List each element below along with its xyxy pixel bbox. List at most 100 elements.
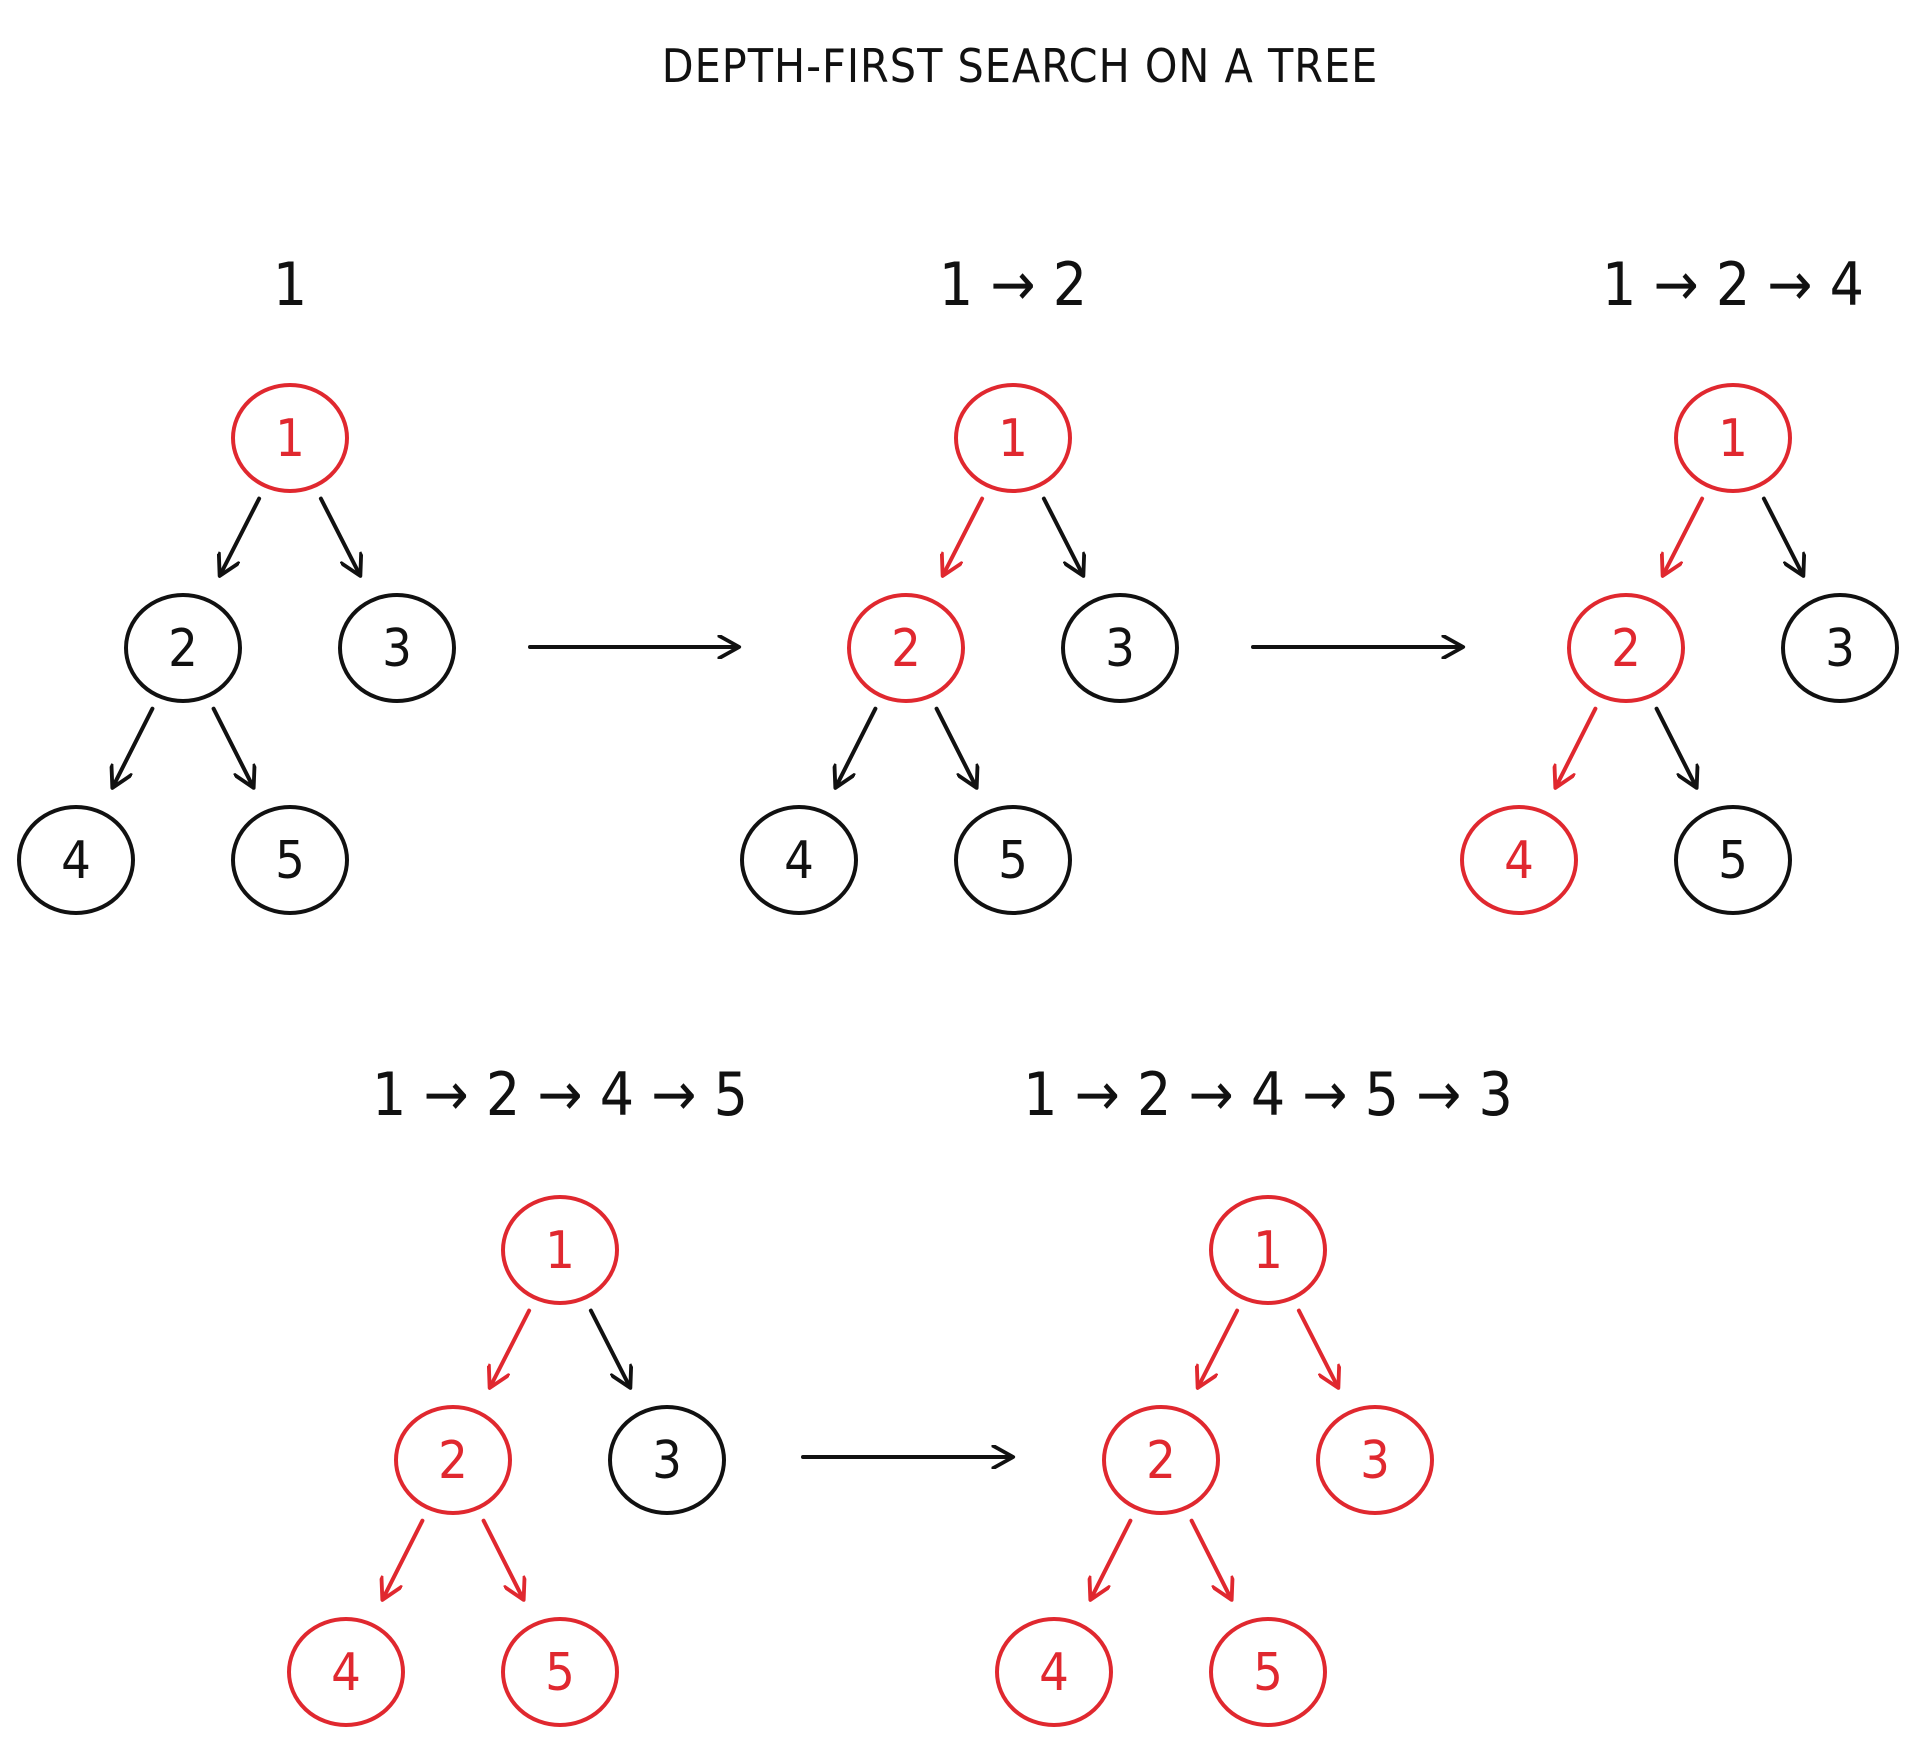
tree-node-5: 5 [1209,1617,1327,1727]
node-circle [1209,1617,1327,1727]
visit-order-text: 1 → 2 → 4 → 5 [372,1060,748,1130]
edge-2-5 [934,706,977,787]
tree-node-4: 4 [995,1617,1113,1727]
node-circle [287,1617,405,1727]
dfs-step-3: 1 → 2 → 4 1 2 3 4 5 [1460,250,1899,915]
node-circle [1674,383,1792,493]
tree-node-1: 1 [954,383,1072,493]
tree-node-1: 1 [501,1195,619,1305]
node-label: 4 [1039,1643,1069,1703]
edge-2-4 [1091,1518,1133,1599]
node-label: 4 [784,831,814,891]
tree-node-2: 2 [394,1405,512,1515]
visit-order-text: 1 → 2 → 4 [1602,250,1864,320]
node-circle [608,1405,726,1515]
edge-2-5 [211,706,254,787]
node-label: 4 [1504,831,1534,891]
tree-node-3: 3 [1316,1405,1434,1515]
node-label: 1 [545,1221,575,1281]
edge-1-2 [1198,1308,1240,1387]
edge-1-2 [943,496,985,575]
tree-node-2: 2 [1102,1405,1220,1515]
node-label: 2 [891,619,921,679]
node-label: 5 [1253,1643,1283,1703]
dfs-step-4: 1 → 2 → 4 → 5 1 2 3 4 5 [287,1060,748,1727]
tree-node-2: 2 [1567,593,1685,703]
tree-node-4: 4 [740,805,858,915]
tree-node-3: 3 [608,1405,726,1515]
node-circle [1209,1195,1327,1305]
tree-node-4: 4 [1460,805,1578,915]
tree-node-2: 2 [124,593,242,703]
visit-order-text: 1 [273,250,307,320]
node-circle [1460,805,1578,915]
edge-2-4 [113,706,155,787]
node-label: 3 [382,619,412,679]
node-circle [501,1195,619,1305]
node-circle [1061,593,1179,703]
edge-1-3 [1296,1308,1338,1387]
node-label: 2 [1611,619,1641,679]
node-label: 1 [1253,1221,1283,1281]
edge-1-3 [318,496,360,575]
tree-node-5: 5 [501,1617,619,1727]
node-circle [954,805,1072,915]
node-label: 5 [545,1643,575,1703]
tree-node-3: 3 [1781,593,1899,703]
tree-node-5: 5 [1674,805,1792,915]
visit-order-text: 1 → 2 [939,250,1087,320]
node-label: 3 [1105,619,1135,679]
edge-1-3 [1761,496,1803,575]
node-circle [231,383,349,493]
tree-node-4: 4 [287,1617,405,1727]
node-circle [847,593,965,703]
tree-node-5: 5 [954,805,1072,915]
tree-node-5: 5 [231,805,349,915]
node-label: 5 [275,831,305,891]
node-circle [740,805,858,915]
node-label: 5 [1718,831,1748,891]
node-label: 1 [998,409,1028,469]
node-circle [394,1405,512,1515]
node-circle [501,1617,619,1727]
node-circle [1674,805,1792,915]
tree-node-4: 4 [17,805,135,915]
node-circle [1781,593,1899,703]
node-circle [954,383,1072,493]
node-label: 4 [331,1643,361,1703]
node-label: 1 [275,409,305,469]
edge-2-4 [1556,706,1598,787]
edge-1-2 [490,1308,532,1387]
node-circle [1102,1405,1220,1515]
transitions-layer [528,647,1462,1457]
node-label: 4 [61,831,91,891]
node-label: 3 [1825,619,1855,679]
tree-node-3: 3 [1061,593,1179,703]
diagram-title: DEPTH-FIRST SEARCH ON A TREE [662,39,1379,93]
node-circle [995,1617,1113,1727]
node-label: 2 [168,619,198,679]
node-label: 1 [1718,409,1748,469]
node-label: 2 [438,1431,468,1491]
dfs-step-1: 1 1 2 3 4 5 [17,250,456,915]
edge-1-2 [220,496,262,575]
node-label: 2 [1146,1431,1176,1491]
dfs-step-2: 1 → 2 1 2 3 4 5 [740,250,1179,915]
visit-order-text: 1 → 2 → 4 → 5 → 3 [1023,1060,1513,1130]
tree-node-1: 1 [231,383,349,493]
tree-node-1: 1 [1674,383,1792,493]
node-circle [17,805,135,915]
node-circle [124,593,242,703]
node-circle [1316,1405,1434,1515]
dfs-step-5: 1 → 2 → 4 → 5 → 3 1 2 3 4 5 [995,1060,1513,1727]
node-circle [338,593,456,703]
edge-1-2 [1663,496,1705,575]
edge-2-4 [836,706,878,787]
tree-node-1: 1 [1209,1195,1327,1305]
node-circle [1567,593,1685,703]
node-circle [231,805,349,915]
edge-2-4 [383,1518,425,1599]
tree-node-3: 3 [338,593,456,703]
